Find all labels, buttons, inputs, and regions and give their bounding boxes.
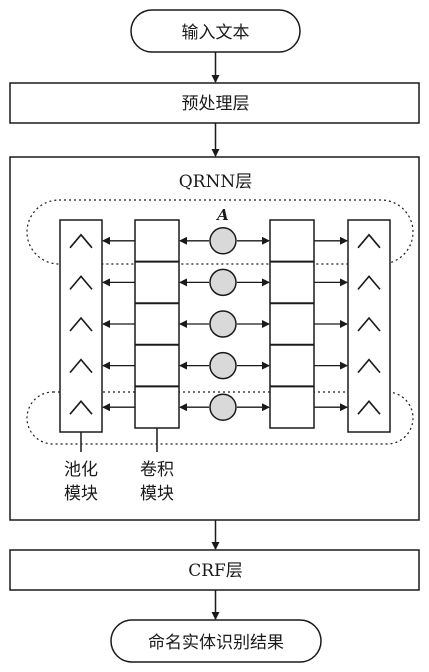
row-group-top-dashed xyxy=(26,199,414,265)
node-circle xyxy=(209,393,237,421)
qrnn-rows xyxy=(69,227,381,421)
node-circle xyxy=(209,227,237,255)
node-label-a: A xyxy=(215,206,229,224)
row-group-bottom-dashed xyxy=(26,391,414,445)
pooling-caret-right xyxy=(357,275,381,290)
pooling-caret-left xyxy=(69,399,93,415)
qrnn-layer-label: QRNN层 xyxy=(179,172,253,192)
node-circle xyxy=(209,351,237,380)
node-circle xyxy=(209,268,237,297)
pooling-caret-left xyxy=(69,275,93,290)
pooling-caret-left xyxy=(69,233,93,249)
convolution-column-right xyxy=(269,219,315,429)
pooling-caret-right xyxy=(357,399,381,415)
pooling-caret-right xyxy=(357,358,381,374)
crf-layer-box xyxy=(9,549,420,591)
pooling-caret-right xyxy=(357,233,381,249)
pooling-caret-left xyxy=(69,316,93,332)
preprocess-layer-box xyxy=(9,82,420,124)
node-circle xyxy=(209,310,237,338)
conv-module-label-line1: 卷积 xyxy=(140,460,174,480)
pooling-module-label-line1: 池化 xyxy=(64,460,98,480)
conv-module-label-line2: 模块 xyxy=(140,484,174,504)
output-terminal xyxy=(110,619,322,663)
pooling-caret-left xyxy=(69,358,93,374)
crf-layer-label: CRF层 xyxy=(188,561,243,581)
pooling-module-label-line2: 模块 xyxy=(64,484,98,504)
convolution-column-left xyxy=(134,219,180,429)
preprocess-layer-label: 预处理层 xyxy=(182,94,250,114)
output-terminal-label: 命名实体识别结果 xyxy=(148,633,284,653)
pooling-column-right xyxy=(347,219,391,433)
input-terminal-label: 输入文本 xyxy=(182,23,250,43)
pooling-column-left xyxy=(59,219,103,433)
pooling-caret-right xyxy=(357,316,381,332)
